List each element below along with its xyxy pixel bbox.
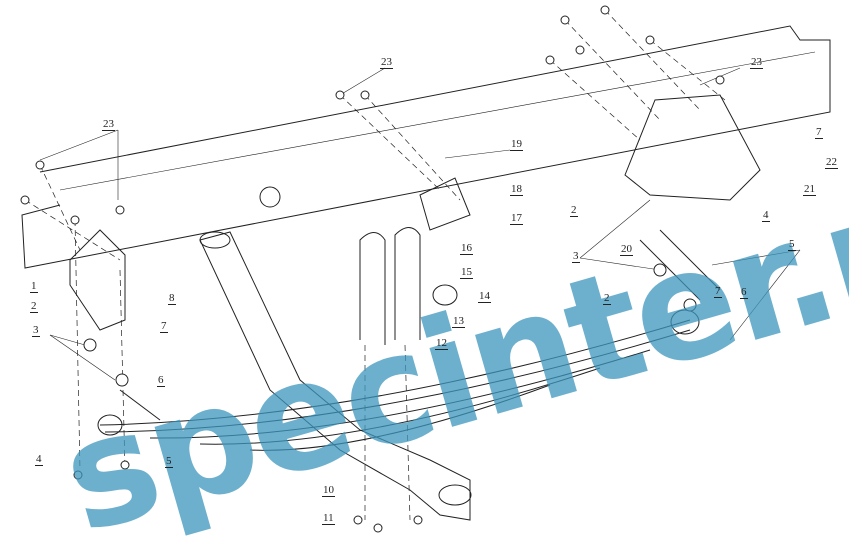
callout-23: 23 bbox=[102, 118, 115, 131]
u-bolts bbox=[359, 227, 421, 345]
callout-17: 17 bbox=[510, 212, 523, 225]
callout-7: 7 bbox=[160, 320, 168, 333]
callout-6: 6 bbox=[740, 286, 748, 299]
callout-12: 12 bbox=[435, 337, 448, 350]
fastener-lines bbox=[24, 9, 726, 521]
bolts bbox=[20, 5, 725, 533]
callout-5: 5 bbox=[788, 238, 796, 251]
callout-4: 4 bbox=[762, 209, 770, 222]
callout-11: 11 bbox=[322, 512, 335, 525]
callout-4: 4 bbox=[35, 453, 43, 466]
callout-7: 7 bbox=[714, 285, 722, 298]
callout-20: 20 bbox=[620, 243, 633, 256]
callout-2: 2 bbox=[30, 300, 38, 313]
leader-lines bbox=[39, 67, 801, 381]
callout-23: 23 bbox=[750, 56, 763, 69]
callout-15: 15 bbox=[460, 266, 473, 279]
callout-3: 3 bbox=[572, 250, 580, 263]
callout-21: 21 bbox=[803, 183, 816, 196]
callout-8: 8 bbox=[168, 292, 176, 305]
callout-6: 6 bbox=[157, 374, 165, 387]
callout-22: 22 bbox=[825, 156, 838, 169]
callout-13: 13 bbox=[452, 315, 465, 328]
leaf-spring bbox=[97, 309, 700, 451]
callout-10: 10 bbox=[322, 484, 335, 497]
callout-7: 7 bbox=[815, 126, 823, 139]
callout-14: 14 bbox=[478, 290, 491, 303]
axle-beam bbox=[199, 231, 472, 521]
callout-16: 16 bbox=[460, 242, 473, 255]
frame-rail bbox=[21, 25, 831, 269]
brackets bbox=[69, 94, 761, 421]
callout-19: 19 bbox=[510, 138, 523, 151]
callout-23: 23 bbox=[380, 56, 393, 69]
callout-1: 1 bbox=[30, 280, 38, 293]
callout-3: 3 bbox=[32, 324, 40, 337]
callout-2: 2 bbox=[603, 292, 611, 305]
callout-18: 18 bbox=[510, 183, 523, 196]
callout-5: 5 bbox=[165, 455, 173, 468]
callout-2: 2 bbox=[570, 204, 578, 217]
